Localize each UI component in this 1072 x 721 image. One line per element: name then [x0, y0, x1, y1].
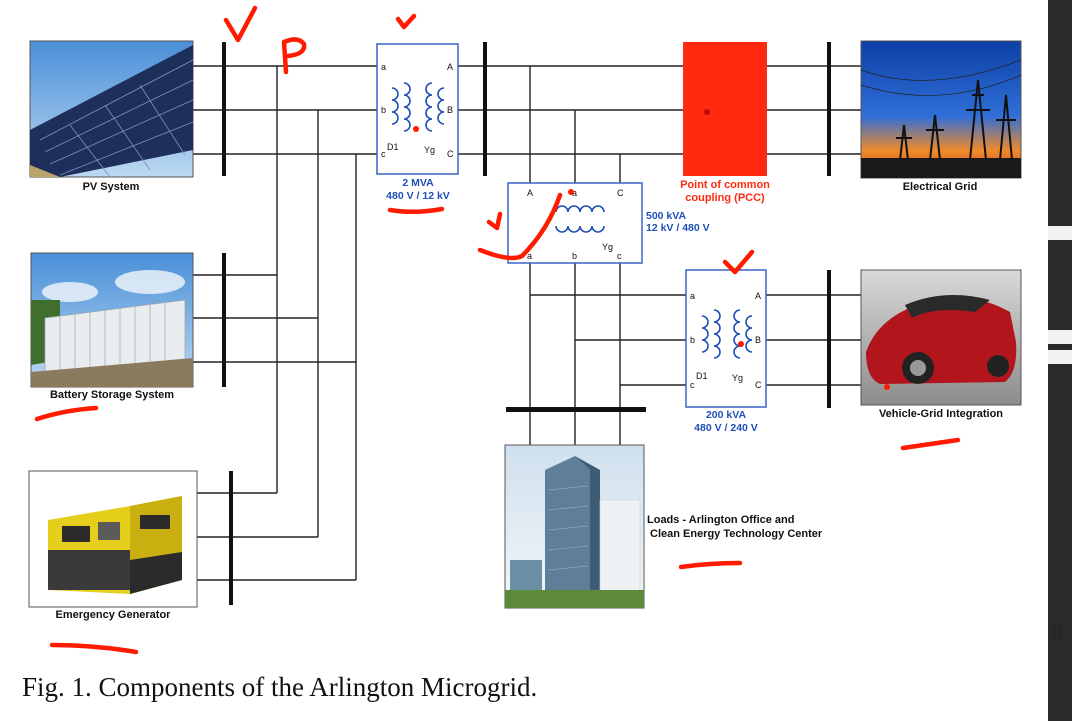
underline-icon — [49, 642, 139, 655]
bus-bar-vehicle — [827, 270, 831, 408]
t2-terminal-top-a: a — [572, 188, 577, 198]
t3-voltage: 480 V / 240 V — [694, 422, 758, 434]
pcc-label-line1: Point of common — [680, 179, 770, 191]
loads-label-line2: Clean Energy Technology Center — [650, 528, 823, 540]
bus-bar-generator — [229, 471, 233, 605]
checkmark-icon — [722, 249, 755, 275]
pcc-block — [683, 42, 767, 176]
t1-tag-d1: D1 — [387, 142, 399, 152]
t2-rating: 500 kVA — [646, 210, 686, 222]
bus-bar-battery — [222, 253, 226, 387]
battery-storage-label: Battery Storage System — [50, 389, 174, 401]
transformer-coil-icon — [555, 205, 605, 233]
bus-bar-loads — [506, 407, 646, 412]
bus-bars — [222, 42, 831, 605]
loads-label-line1: Loads - Arlington Office and — [647, 514, 794, 526]
t3-terminal-B: B — [755, 335, 761, 345]
transformer-coil-icon — [391, 82, 445, 132]
t2-terminal-bottom-a: a — [527, 251, 532, 261]
t3-terminal-b: b — [690, 335, 695, 345]
handwritten-annotations — [34, 5, 961, 655]
underline-icon — [900, 437, 961, 451]
t1-terminal-C: C — [447, 149, 454, 159]
t1-voltage: 480 V / 12 kV — [386, 190, 450, 202]
pcc-label-line2: coupling (PCC) — [685, 192, 765, 204]
t1-terminal-B: B — [447, 105, 453, 115]
edge-highlight — [1048, 330, 1072, 344]
t2-tag-yg: Yg — [602, 242, 613, 252]
vehicle-grid-label: Vehicle-Grid Integration — [879, 408, 1003, 420]
figure-caption: Fig. 1. Components of the Arlington Micr… — [22, 672, 537, 702]
t3-tag-d1: D1 — [696, 371, 708, 381]
t2-terminal-top-A: A — [527, 188, 533, 198]
electrical-grid-image — [860, 40, 1022, 179]
pcc-dot — [704, 109, 710, 115]
adjacent-window-edge: tt — [1048, 0, 1072, 721]
t3-terminal-C: C — [755, 380, 762, 390]
electrical-grid-label: Electrical Grid — [903, 181, 978, 193]
t3-terminal-A: A — [755, 291, 761, 301]
edge-text-fragment: tt — [1052, 620, 1063, 640]
t1-rating: 2 MVA — [402, 177, 434, 189]
t1-terminal-a: a — [381, 62, 386, 72]
battery-storage-image — [30, 252, 194, 388]
t3-terminal-c: c — [690, 380, 695, 390]
edge-highlight — [1048, 226, 1072, 240]
t2-terminal-top-C: C — [617, 188, 624, 198]
t2-terminal-bottom-c: c — [617, 251, 622, 261]
emergency-generator-label: Emergency Generator — [56, 609, 172, 621]
underline-icon — [34, 405, 99, 422]
emergency-generator-image — [28, 470, 198, 608]
t1-tag-yg: Yg — [424, 145, 435, 155]
annotation-dots — [413, 126, 744, 347]
t1-terminal-A: A — [447, 62, 453, 72]
t3-terminal-a: a — [690, 291, 695, 301]
checkmark-icon — [395, 13, 417, 30]
t3-rating: 200 kVA — [706, 409, 746, 421]
checkmark-icon — [486, 211, 503, 231]
t3-tag-yg: Yg — [732, 373, 743, 383]
underline-icon — [387, 206, 445, 214]
loads-building-image — [504, 444, 645, 609]
bus-bar-t1-secondary — [483, 42, 487, 176]
checkmark-icon — [223, 5, 258, 43]
bus-bar-pv — [222, 42, 226, 176]
t2-terminal-bottom-b: b — [572, 251, 577, 261]
edge-highlight — [1048, 350, 1072, 364]
pv-system-label: PV System — [83, 181, 140, 193]
pv-system-image — [29, 40, 194, 178]
t2-voltage: 12 kV / 480 V — [646, 222, 710, 234]
underline-icon — [678, 560, 743, 570]
t1-terminal-b: b — [381, 105, 386, 115]
transformer-2mva: a b c A B C D1 Yg — [376, 43, 459, 175]
vehicle-grid-image — [860, 269, 1022, 406]
transformer-200kva: a b c A B C D1 Yg — [685, 269, 767, 408]
letter-p-icon — [281, 37, 307, 75]
bus-bar-grid — [827, 42, 831, 176]
checkmark-icon — [477, 192, 563, 261]
t1-terminal-c: c — [381, 149, 386, 159]
transformer-coil-icon — [701, 309, 753, 359]
